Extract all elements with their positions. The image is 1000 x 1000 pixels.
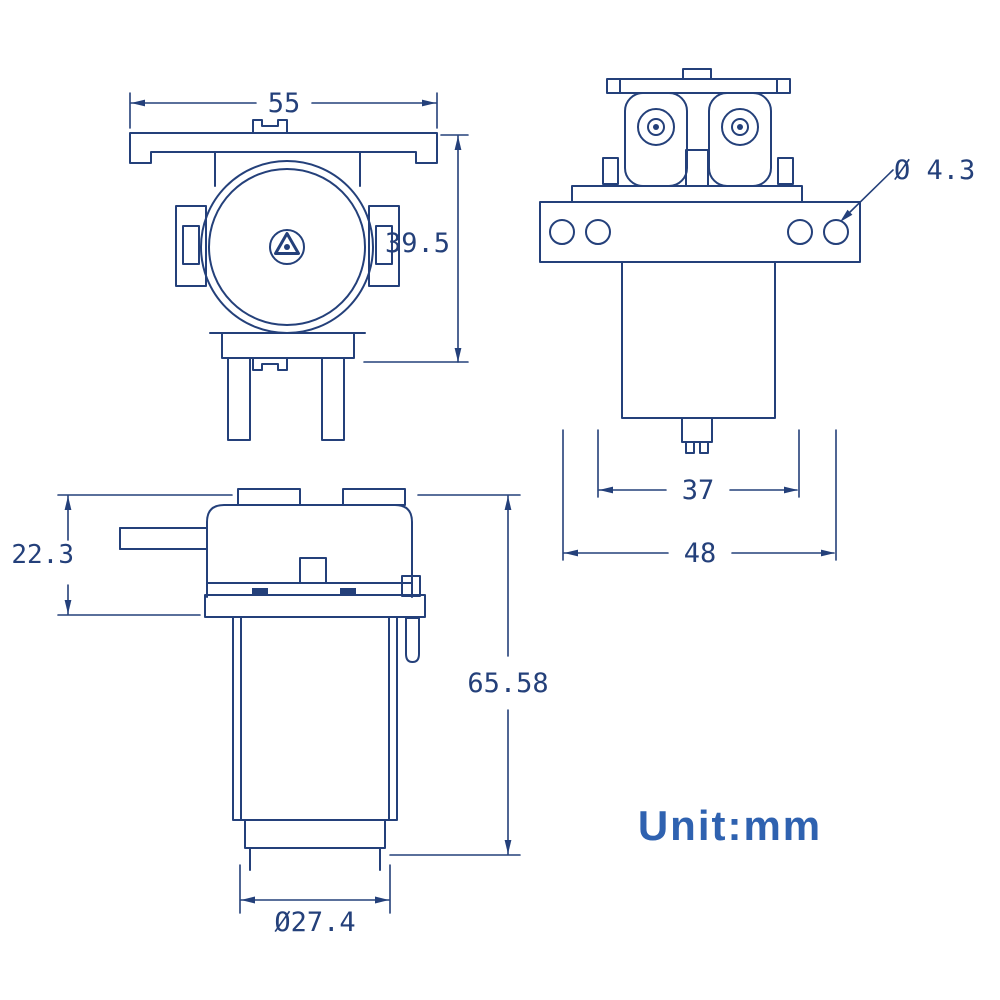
dim-bracket-width: 55	[129, 88, 438, 129]
mounting-hole-1	[549, 219, 575, 245]
rotor-icon	[274, 232, 300, 255]
roller-left-dot	[653, 124, 659, 130]
arrow-down-icon	[64, 600, 72, 614]
arrow-up-icon	[64, 496, 72, 510]
dim-label-overall-height: 65.58	[467, 668, 548, 699]
roller-right-hub	[731, 118, 749, 136]
latch-left	[602, 157, 619, 185]
roller-ear-left	[624, 92, 688, 187]
leg-right	[321, 357, 345, 441]
mounting-hole-3	[787, 219, 813, 245]
dim-overall-height: 65.58	[389, 494, 549, 856]
roller-right-dot	[737, 124, 743, 130]
arrow-up-icon	[504, 496, 512, 510]
center-stem	[685, 149, 709, 187]
top-bump	[682, 68, 712, 80]
arrow-left-icon	[564, 549, 578, 557]
arrow-down-icon	[504, 840, 512, 854]
dim-label-head-height: 22.3	[11, 540, 74, 570]
motor-body-profile	[232, 616, 398, 821]
side-view	[539, 68, 861, 454]
side-clip-right	[375, 225, 393, 265]
arrow-right-icon	[821, 549, 835, 557]
dim-flange-span: 48	[562, 429, 837, 569]
top-bar	[606, 78, 791, 94]
dim-hole-spacing: 37	[597, 429, 800, 506]
leg-left	[227, 357, 251, 441]
dim-head-height: 22.3	[11, 494, 233, 616]
profile-view	[119, 488, 426, 871]
bottom-connector	[681, 417, 713, 443]
dimension-annotations: 55 39.5 Ø 4.3 37	[11, 88, 975, 938]
rotor-center-dot	[284, 244, 290, 250]
mounting-bracket	[129, 132, 438, 164]
mounting-flange	[539, 201, 861, 263]
arrow-right-icon	[422, 99, 436, 107]
arrow-left-icon	[131, 99, 145, 107]
arrow-left-icon	[241, 896, 255, 904]
latch-right	[777, 157, 794, 185]
top-plate	[571, 185, 803, 203]
side-clip-left	[182, 225, 200, 265]
motor-end-cap	[244, 819, 386, 849]
top-tab	[252, 119, 288, 134]
bottom-tab	[252, 357, 288, 371]
dim-label-hole-spacing: 37	[682, 475, 715, 506]
head-tab-left	[237, 488, 301, 506]
mounting-hole-2	[585, 219, 611, 245]
arrow-right-icon	[784, 486, 798, 494]
head-knob	[299, 557, 327, 584]
unit-label: Unit:mm	[638, 802, 822, 849]
side-lever	[405, 617, 420, 663]
arrow-up-icon	[454, 136, 462, 150]
roller-right-outer	[721, 108, 759, 146]
housing-bottom-box	[221, 332, 355, 359]
front-view	[129, 119, 438, 441]
dim-label-motor-diameter: Ø27.4	[274, 907, 355, 938]
dim-label-flange-span: 48	[684, 538, 717, 569]
roller-left-outer	[637, 108, 675, 146]
roller-left-hub	[647, 118, 665, 136]
dim-label-bracket-height: 39.5	[385, 228, 450, 259]
mounting-hole-4	[823, 219, 849, 245]
connector-pin-left	[685, 441, 695, 454]
dim-label-hole-diameter: Ø 4.3	[894, 155, 975, 186]
arrow-right-icon	[375, 896, 389, 904]
roller-ear-right	[708, 92, 772, 187]
motor-body-outline	[621, 261, 776, 419]
rotor-hub-circle	[269, 229, 305, 265]
side-lug-left	[175, 205, 207, 287]
arrow-down-icon	[454, 348, 462, 362]
screw-mark-right	[340, 588, 356, 596]
pump-head-inner-circle	[208, 168, 366, 326]
leader-line	[847, 169, 894, 215]
dim-hole-diameter: Ø 4.3	[840, 155, 975, 222]
dim-motor-diameter: Ø27.4	[239, 864, 391, 938]
head-flange	[204, 594, 426, 618]
side-lug-right	[368, 205, 400, 287]
leader-arrow-icon	[840, 209, 853, 222]
dim-label-bracket-width: 55	[268, 88, 301, 119]
dim-bracket-height: 39.5	[363, 134, 469, 363]
side-bracket	[401, 575, 421, 597]
head-tab-right	[342, 488, 406, 506]
pump-head-profile	[206, 504, 413, 598]
connector-pin-right	[699, 441, 709, 454]
arrow-left-icon	[599, 486, 613, 494]
screw-mark-left	[252, 588, 268, 596]
